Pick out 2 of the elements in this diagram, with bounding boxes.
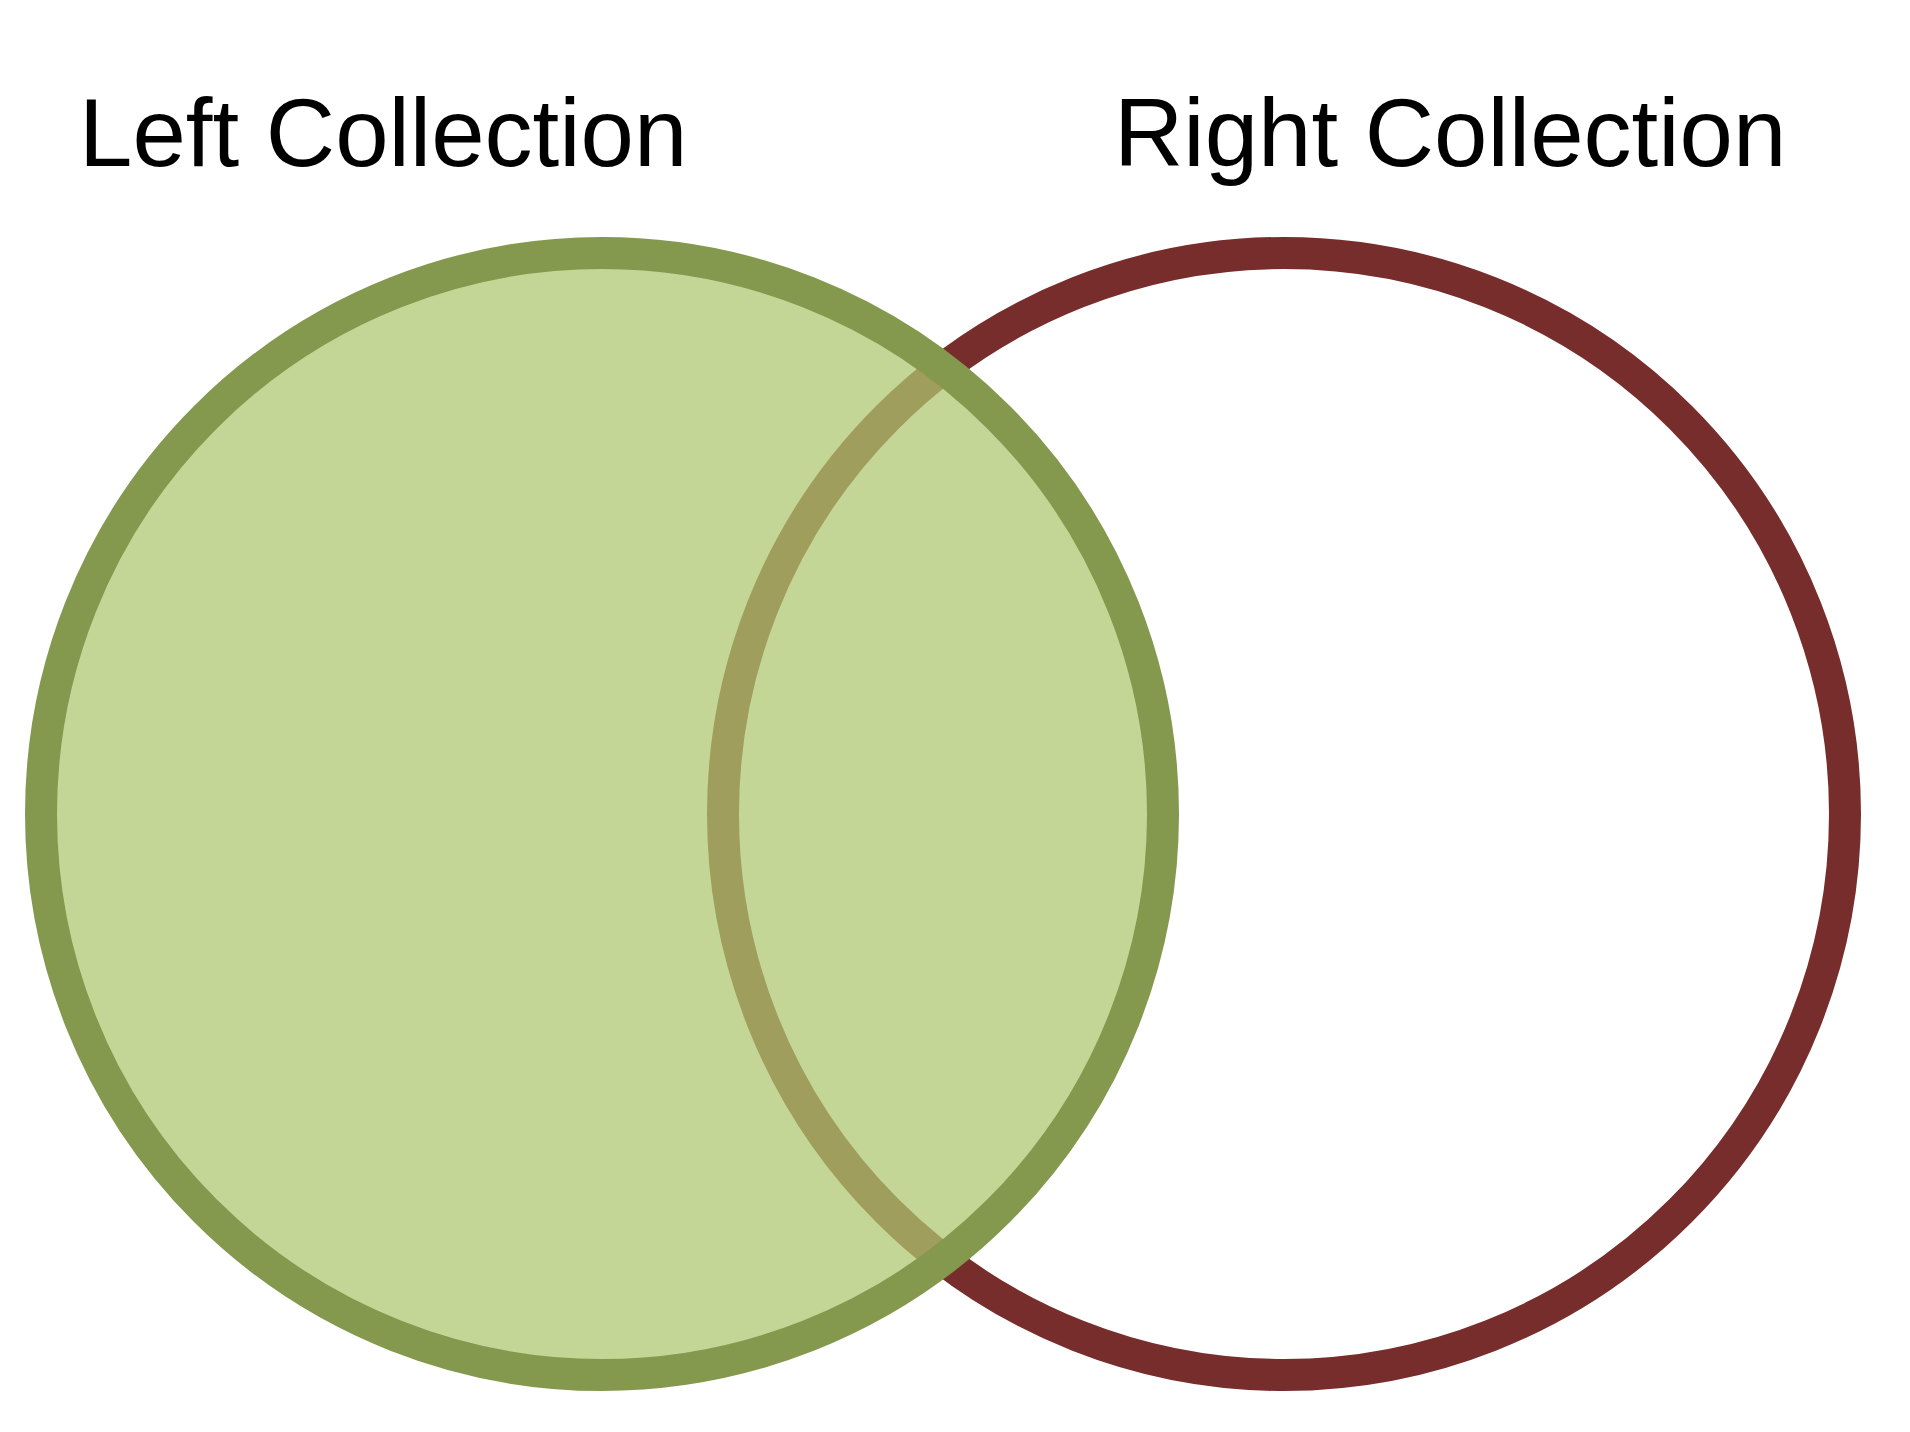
set-heading: Left Collection [79,78,688,188]
set-heading: Right Collection [1114,78,1787,188]
